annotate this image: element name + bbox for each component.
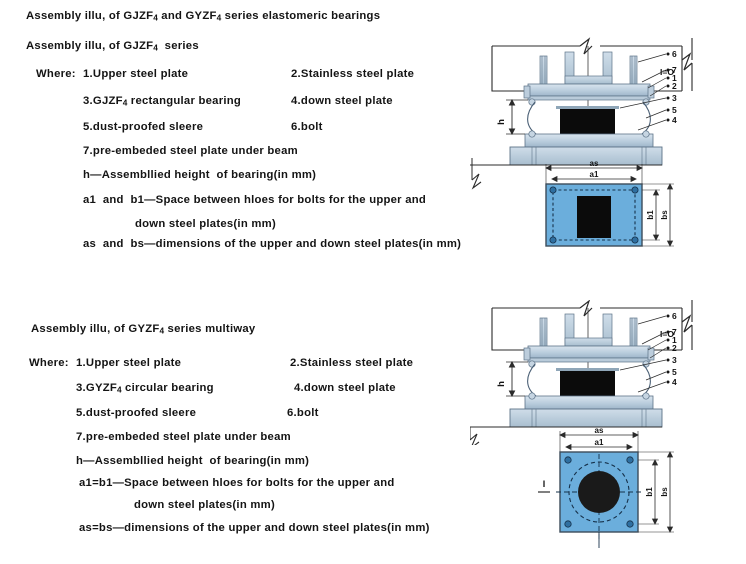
elevation-drawing-2: I=O: [470, 300, 746, 445]
section1-item-3: 3.GJZF4 rectangular bearing: [83, 95, 242, 108]
section2-note-h: h—Assembllied height of bearing(in mm): [76, 455, 310, 467]
height-label-1: h: [496, 119, 507, 125]
callout-3: 3: [672, 93, 677, 103]
dim-b1-rect: b1: [646, 210, 655, 220]
section1-note-a1b1-cont: down steel plates(in mm): [135, 218, 276, 230]
section1-item-5: 5.dust-proofed sleere: [83, 121, 204, 133]
svg-text:3: 3: [672, 355, 677, 365]
callout-6: 6: [672, 49, 677, 59]
page-title: Assembly illu, of GJZF4 and GYZF4 series…: [26, 10, 381, 23]
dim-b1-circ: b1: [645, 487, 654, 497]
callout-5: 5: [672, 105, 677, 115]
plan-drawing-circ: as a1: [490, 424, 746, 564]
dim-as-rect: as: [590, 159, 599, 168]
height-label-2: h: [496, 381, 507, 387]
callout-4: 4: [672, 115, 677, 125]
callout-1: 1: [672, 73, 677, 83]
svg-text:6: 6: [672, 311, 677, 321]
section2-item-2: 2.Stainless steel plate: [290, 357, 414, 369]
section2-item-5: 5.dust-proofed sleere: [76, 407, 197, 419]
section1-item-1: 1.Upper steel plate: [83, 68, 189, 80]
section2-item-6: 6.bolt: [287, 407, 319, 419]
where-label-2: Where:: [29, 357, 69, 369]
svg-text:1: 1: [672, 335, 677, 345]
section1-item-2: 2.Stainless steel plate: [291, 68, 415, 80]
callout-2: 2: [672, 81, 677, 91]
section1-note-asbs: as and bs—dimensions of the upper and do…: [83, 238, 462, 250]
svg-text:2: 2: [672, 343, 677, 353]
section2-item-7: 7.pre-embeded steel plate under beam: [76, 431, 291, 443]
dim-bs-rect: bs: [660, 210, 669, 220]
section1-note-h: h—Assembllied height of bearing(in mm): [83, 169, 317, 181]
section2-item-3: 3.GYZF4 circular bearing: [76, 382, 214, 395]
dim-as-circ: as: [595, 426, 604, 435]
where-label-1: Where:: [36, 68, 76, 80]
svg-text:5: 5: [672, 367, 677, 377]
dim-bs-circ: bs: [660, 487, 669, 497]
section2-item-1: 1.Upper steel plate: [76, 357, 182, 369]
slope-label: I=O: [660, 67, 674, 77]
dim-a1-circ: a1: [595, 438, 604, 447]
slope-label-2: I=O: [660, 329, 674, 339]
section2-heading: Assembly illu, of GYZF4 series multiway: [31, 323, 256, 336]
section2-item-4: 4.down steel plate: [294, 382, 396, 394]
dim-a1-rect: a1: [590, 170, 599, 179]
section1-item-7: 7.pre-embeded steel plate under beam: [83, 145, 298, 157]
section1-note-a1b1: a1 and b1—Space between hloes for bolts …: [83, 194, 427, 206]
callout-7: 7: [672, 65, 677, 75]
axis-label-I: I: [543, 479, 546, 489]
elevation-drawing-1: I=O: [470, 30, 746, 175]
section2-note-a1b1: a1=b1—Space between hloes for bolts for …: [79, 477, 395, 489]
svg-text:7: 7: [672, 327, 677, 337]
section1-heading: Assembly illu, of GJZF4 series: [26, 40, 199, 53]
section2-note-asbs: as=bs—dimensions of the upper and down s…: [79, 522, 430, 534]
section2-note-a1b1-cont: down steel plates(in mm): [134, 499, 275, 511]
svg-text:4: 4: [672, 377, 677, 387]
section1-item-4: 4.down steel plate: [291, 95, 393, 107]
plan-drawing-rect: as a1: [470, 158, 746, 280]
section1-item-6: 6.bolt: [291, 121, 323, 133]
